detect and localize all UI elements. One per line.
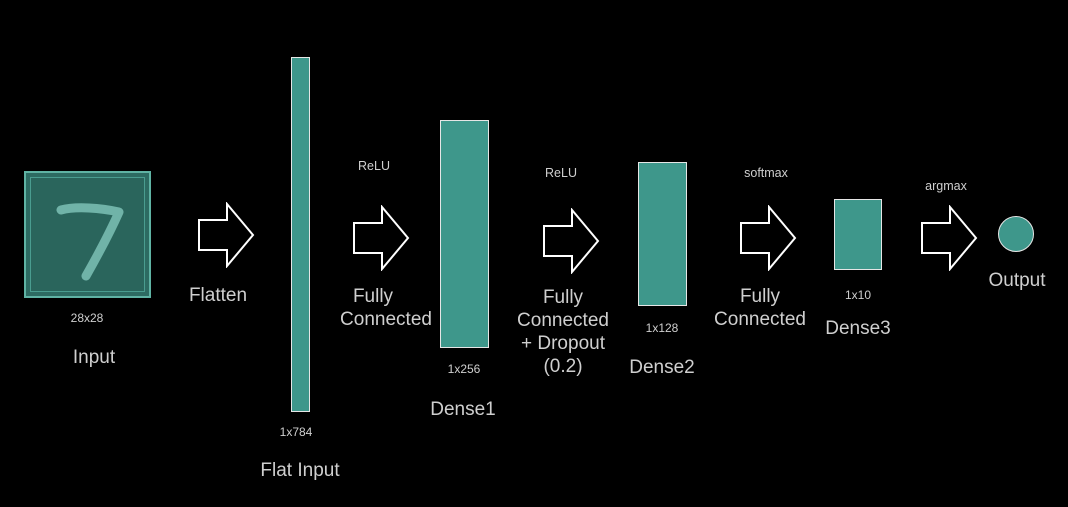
flatten-label: Flatten (188, 285, 248, 306)
fc2-label-line2: Connected (517, 310, 609, 331)
fc2-activation-label: ReLU (545, 166, 577, 180)
fc2-label-line3: + Dropout (521, 333, 605, 354)
flatten-arrow-icon (198, 202, 255, 268)
flat-input-layer (291, 57, 310, 412)
dense3-size-label: 1x10 (844, 288, 872, 302)
dense2-size-label: 1x128 (645, 321, 679, 335)
flat-input-name-label: Flat Input (260, 460, 340, 481)
dense2-layer (638, 162, 687, 306)
fc1-label-line1: Fully (352, 286, 394, 307)
fc3-activation-label: softmax (744, 166, 788, 180)
input-image (24, 171, 151, 298)
input-size-label: 28x28 (70, 311, 104, 325)
fc2-label-line1: Fully (542, 287, 584, 308)
output-node (998, 216, 1034, 252)
fc1-activation-label: ReLU (358, 159, 390, 173)
dense1-name-label: Dense1 (430, 399, 496, 420)
fc2-arrow-icon (543, 208, 600, 274)
dense1-size-label: 1x256 (447, 362, 481, 376)
digit-seven-icon (56, 203, 124, 281)
flat-input-size-label: 1x784 (279, 425, 313, 439)
dense3-layer (834, 199, 882, 270)
fc3-arrow-icon (740, 205, 797, 271)
fc1-label-line2: Connected (340, 309, 432, 330)
fc1-arrow-icon (353, 205, 410, 271)
input-name-label: Input (72, 347, 116, 368)
output-name-label: Output (988, 270, 1046, 291)
dense2-name-label: Dense2 (629, 357, 695, 378)
digit-image-frame (30, 177, 145, 292)
argmax-arrow-icon (921, 205, 978, 271)
fc2-label-line4: (0.2) (543, 356, 583, 377)
fc3-label-line2: Connected (714, 309, 806, 330)
dense1-layer (440, 120, 489, 348)
fc3-label-line1: Fully (739, 286, 781, 307)
dense3-name-label: Dense3 (825, 318, 891, 339)
argmax-label: argmax (925, 179, 967, 193)
